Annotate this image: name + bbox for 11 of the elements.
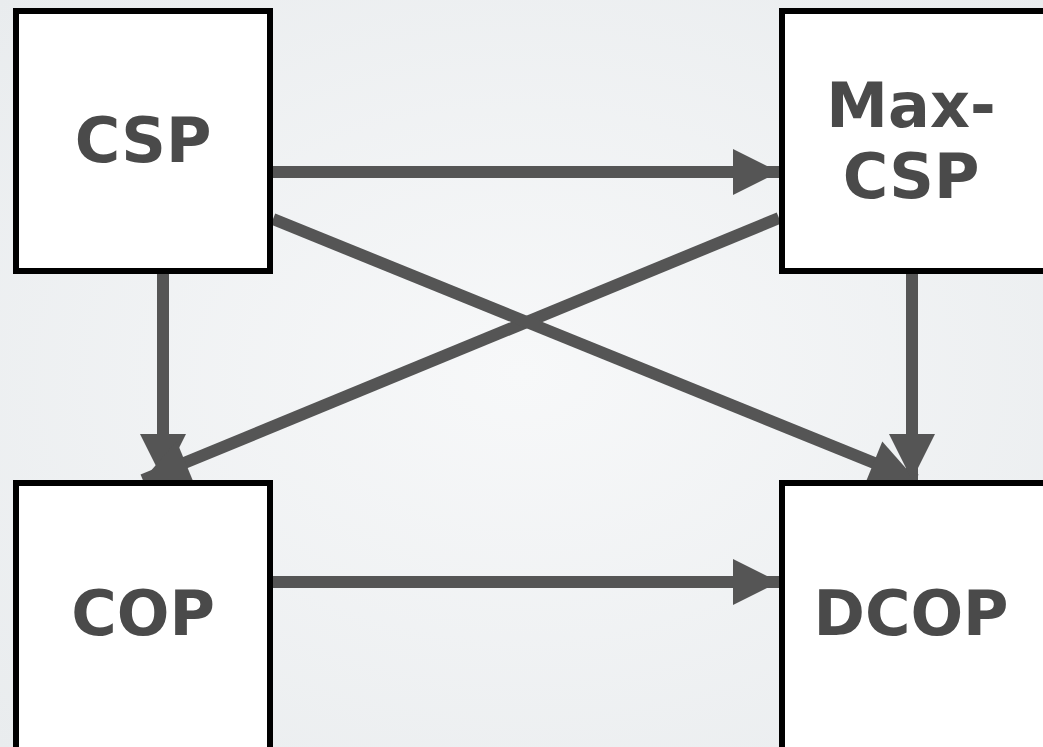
- process-box: [13, 8, 273, 274]
- box-label: CSP: [74, 105, 212, 177]
- process-box: [779, 8, 1043, 274]
- box-label: DCOP: [813, 577, 1009, 650]
- box-label: Max-CSP: [825, 69, 997, 213]
- arrow: [273, 149, 779, 195]
- box-label: COP: [71, 577, 215, 650]
- arrow: [273, 559, 779, 605]
- arrow: [889, 274, 935, 480]
- process-box: [779, 480, 1043, 747]
- process-box: [13, 480, 273, 747]
